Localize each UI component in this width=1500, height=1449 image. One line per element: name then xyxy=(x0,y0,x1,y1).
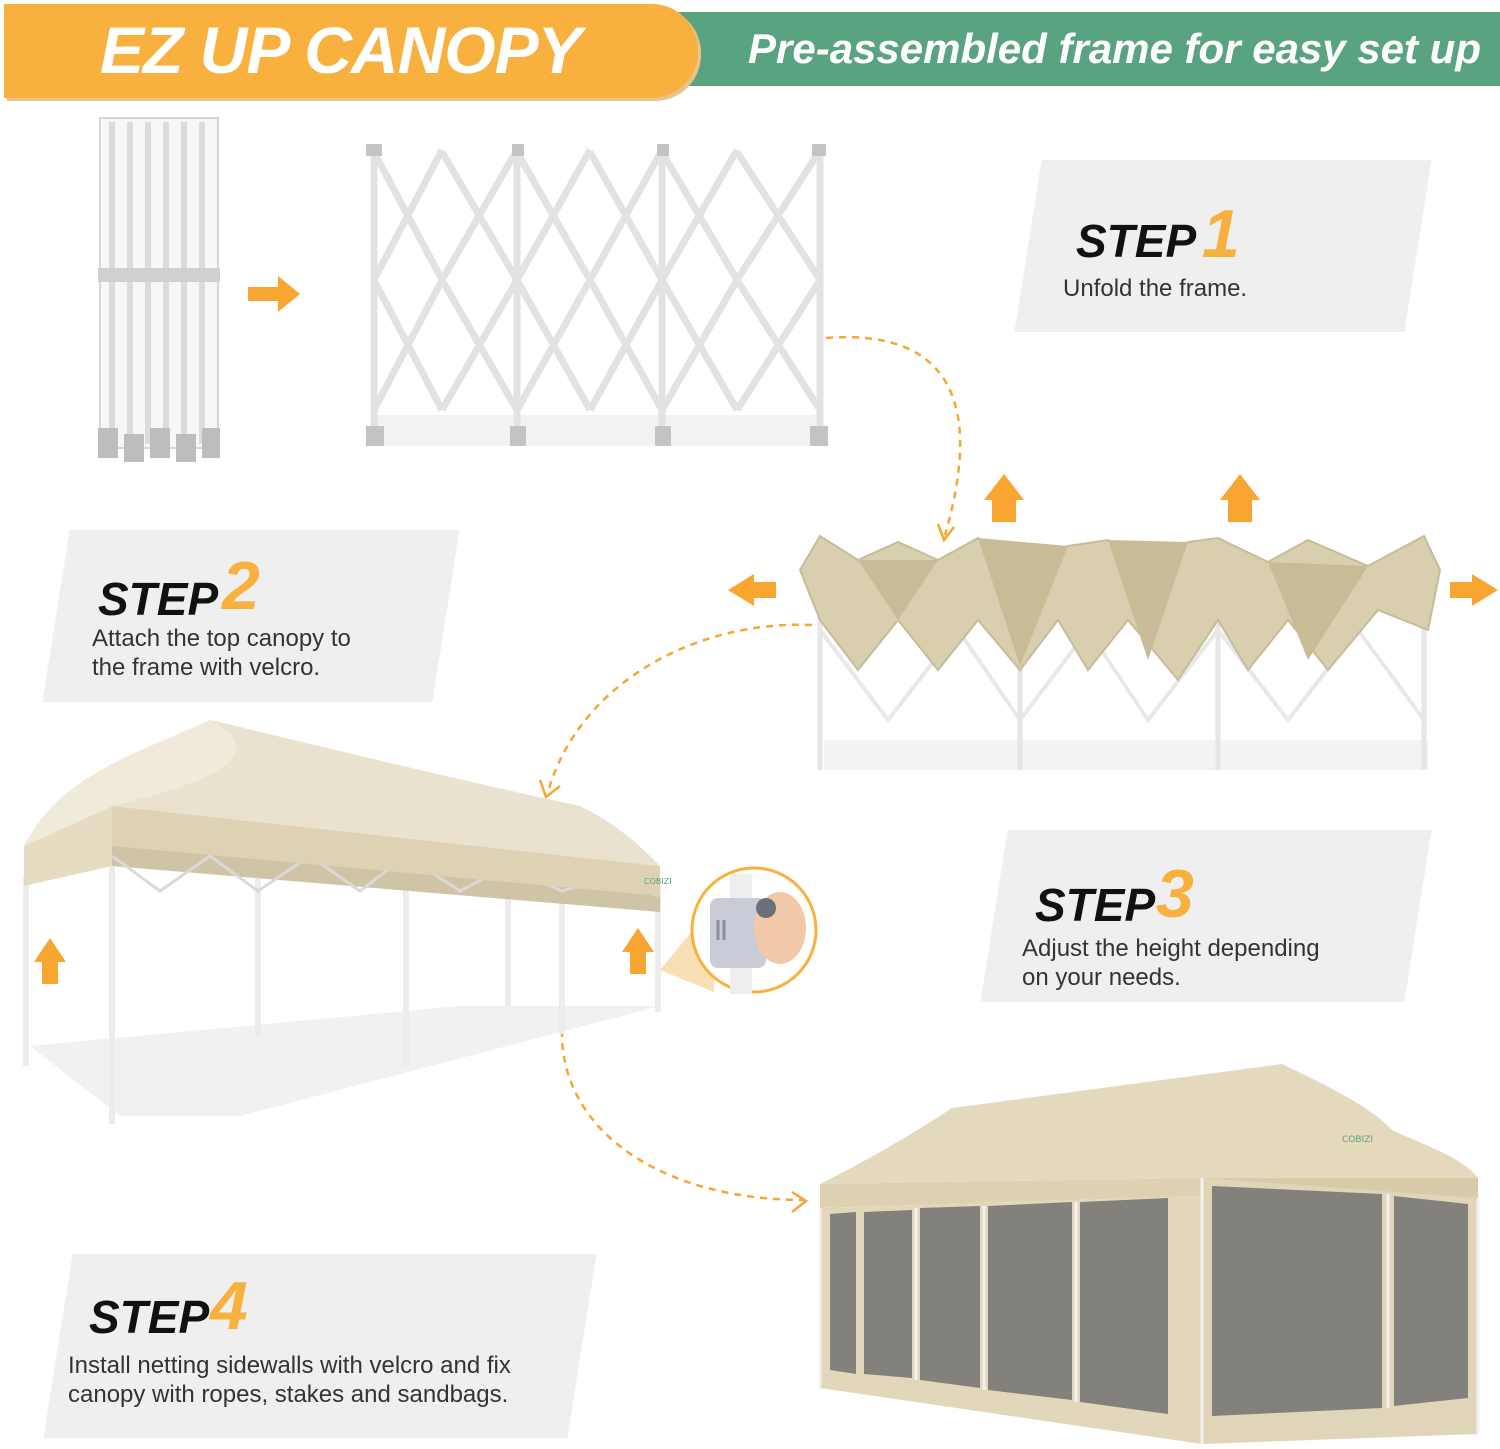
step-2-label: STEP xyxy=(98,573,219,625)
step-4-description: Install netting sidewalls with velcro an… xyxy=(68,1351,511,1409)
right-arrow-icon xyxy=(248,276,300,312)
step-2-number: 2 xyxy=(222,548,260,624)
step-2-description: Attach the top canopy to the frame with … xyxy=(92,624,351,682)
step-1-number: 1 xyxy=(1202,196,1240,272)
step-3-description: Adjust the height depending on your need… xyxy=(1022,934,1320,992)
unfolded-frame-illustration xyxy=(366,144,828,446)
brand-label-small: COBIZI xyxy=(644,877,672,886)
step-2-description-line: Attach the top canopy to xyxy=(92,625,351,652)
step-2-description-line: the frame with velcro. xyxy=(92,654,321,681)
step-3-description-line: on your needs. xyxy=(1022,964,1181,991)
step-1-description: Unfold the frame. xyxy=(1063,275,1248,302)
title-banner xyxy=(4,4,698,98)
canopy-attaching-illustration xyxy=(728,474,1498,770)
page-subtitle: Pre-assembled frame for easy set up xyxy=(748,25,1481,72)
page-title: EZ UP CANOPY xyxy=(100,13,582,87)
step-3-number: 3 xyxy=(1156,856,1194,932)
folded-frame-illustration xyxy=(98,117,220,462)
subtitle-banner xyxy=(660,12,1500,86)
up-arrow-icon xyxy=(984,474,1024,522)
height-adjuster-detail xyxy=(660,866,818,994)
step-4-description-line: canopy with ropes, stakes and sandbags. xyxy=(68,1381,509,1408)
step-4-card xyxy=(43,1254,597,1438)
canopy-with-sidewalls-illustration: COBIZI xyxy=(818,1064,1480,1444)
step-3-label: STEP xyxy=(1035,879,1156,931)
step-4-label: STEP xyxy=(89,1291,210,1343)
step-4-description-line: Install netting sidewalls with velcro an… xyxy=(68,1352,511,1379)
step-4-number: 4 xyxy=(210,1268,248,1344)
brand-label: COBIZI xyxy=(1342,1135,1373,1145)
step-1-label: STEP xyxy=(1076,215,1197,267)
canopy-assembled-illustration: COBIZI xyxy=(23,720,672,1124)
step-3-description-line: Adjust the height depending xyxy=(1022,935,1320,962)
